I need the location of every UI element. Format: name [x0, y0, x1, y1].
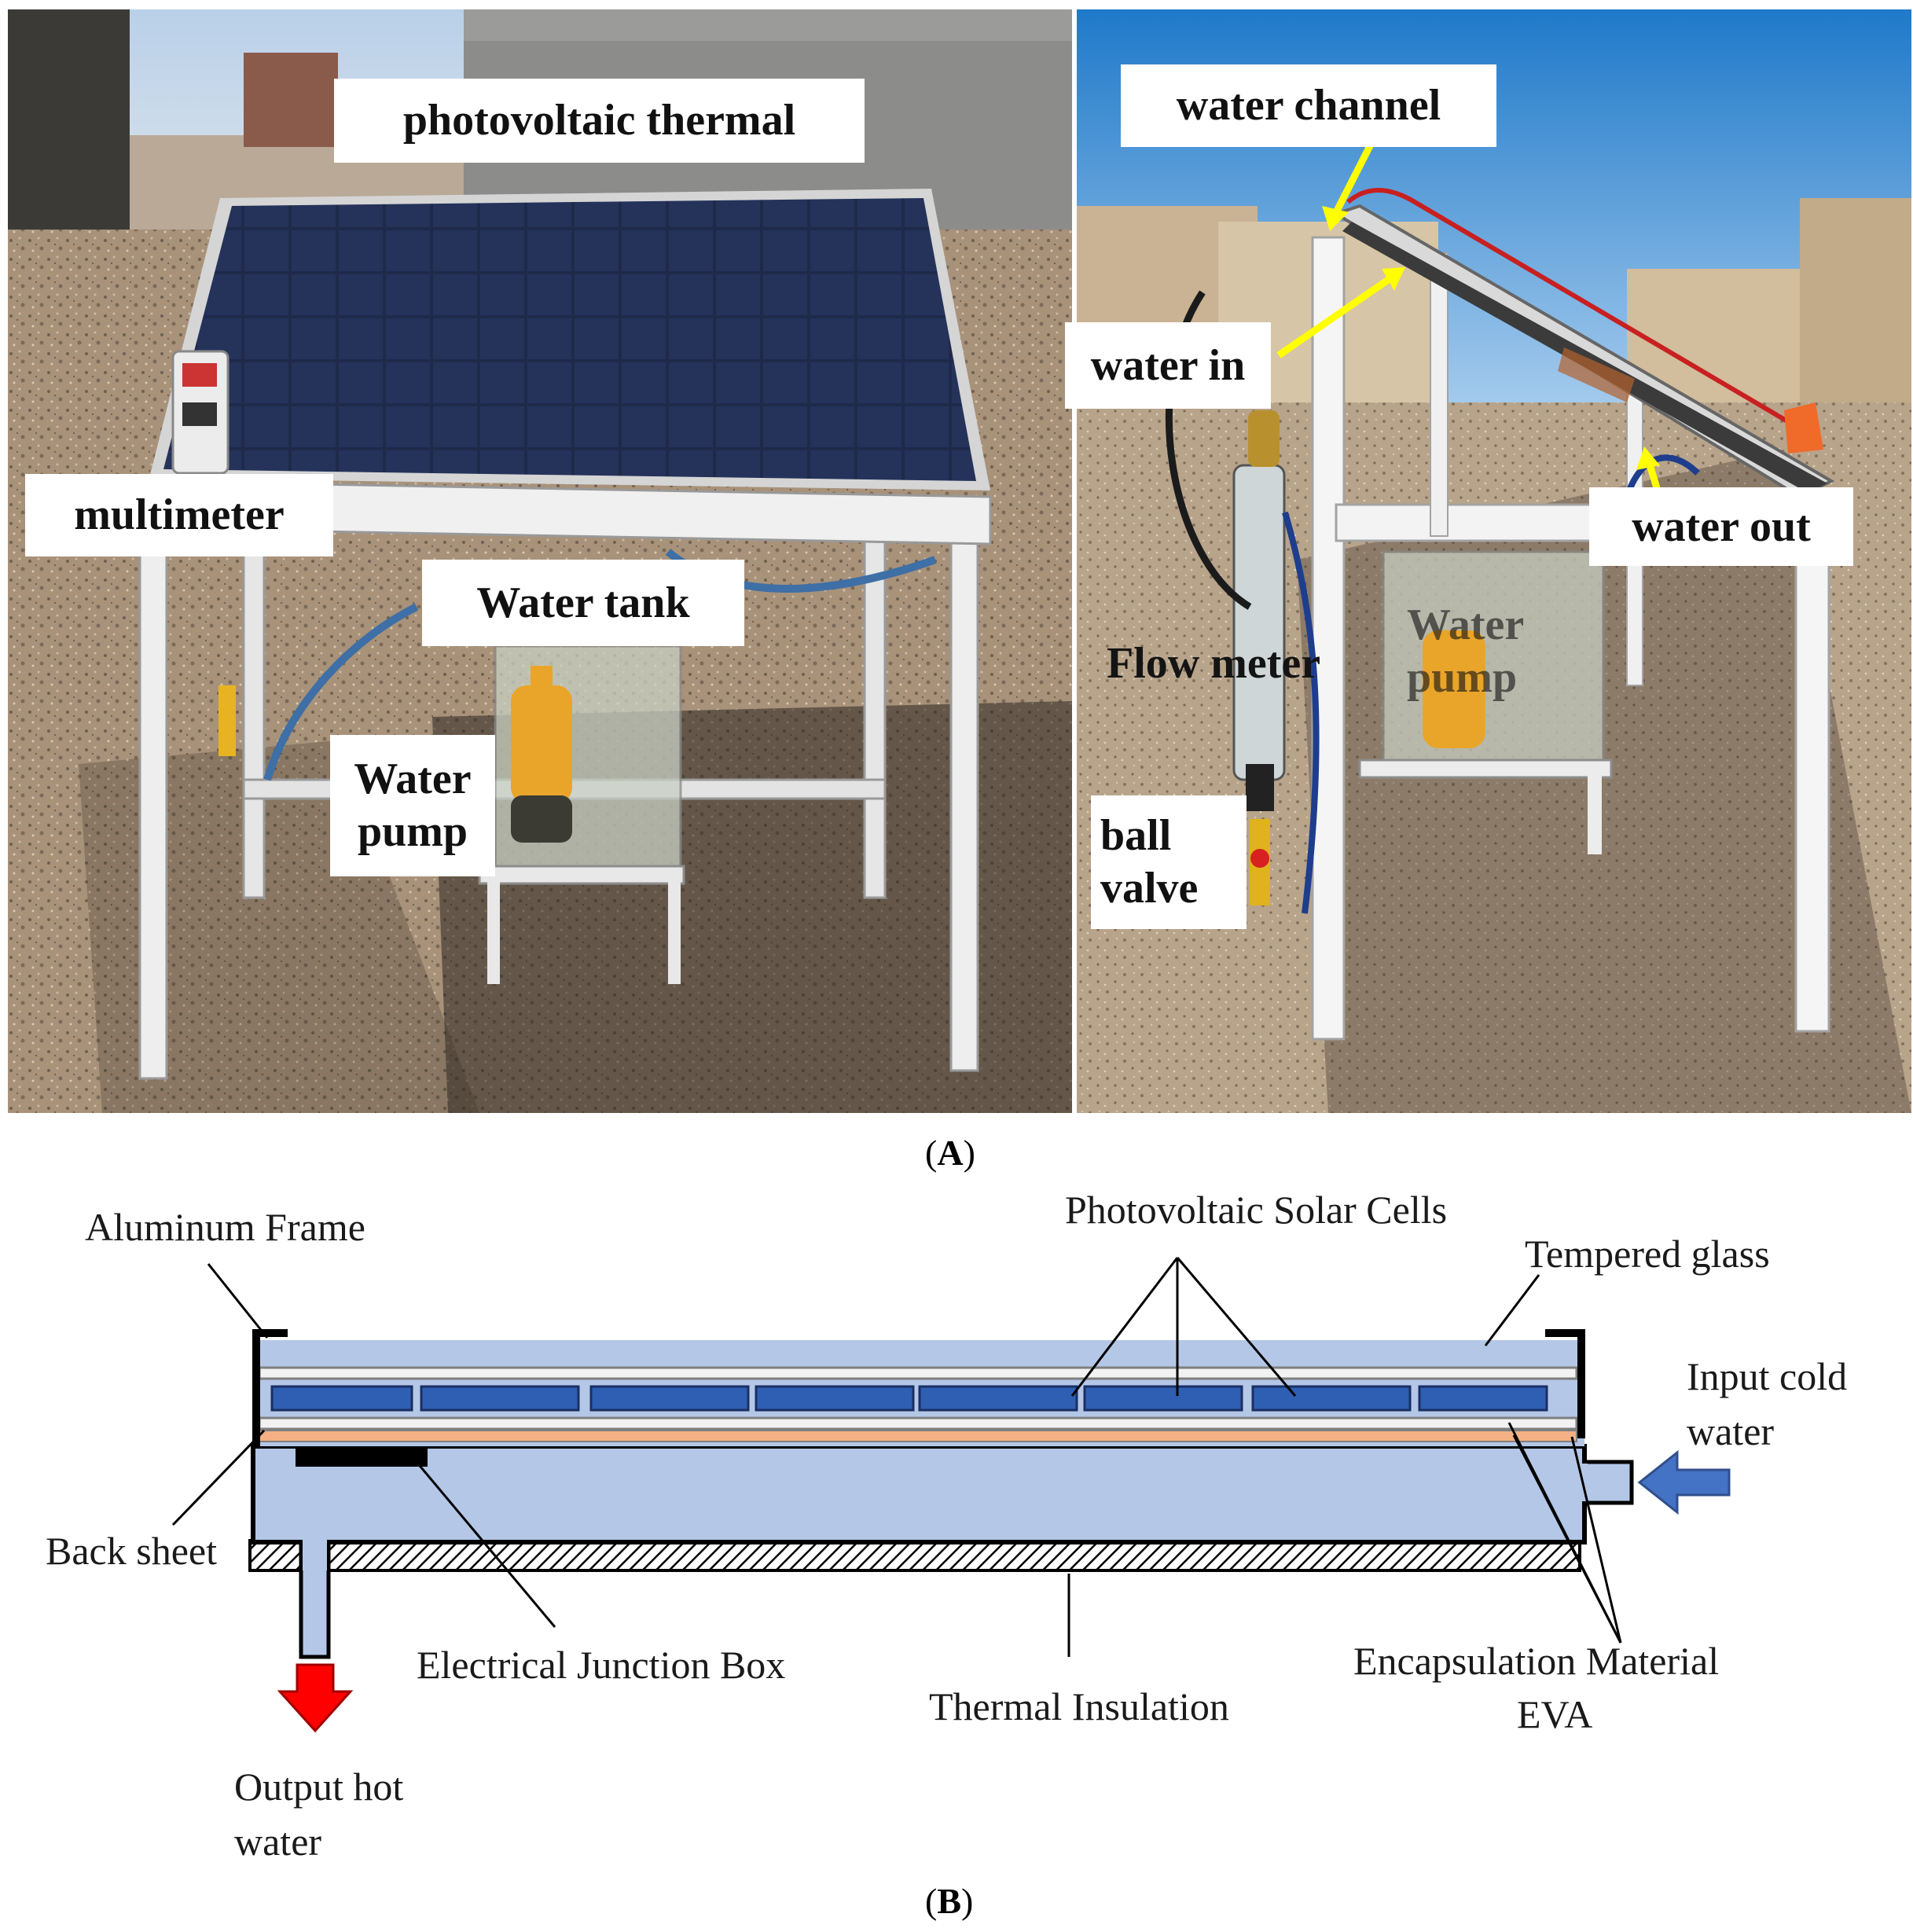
label-thermal-insulation: Thermal Insulation [929, 1684, 1229, 1728]
tempered-glass-layer [258, 1366, 1578, 1380]
label-ball-valve: ball valve [1091, 795, 1247, 929]
label-input-cold-water-line1: Input cold [1687, 1354, 1847, 1398]
pvt-cross-section-diagram: Aluminum Frame Photovoltaic Solar Cells … [46, 1188, 1847, 1864]
solar-cell [1083, 1385, 1243, 1412]
label-aluminum-frame: Aluminum Frame [85, 1205, 365, 1249]
label-back-sheet: Back sheet [46, 1529, 217, 1573]
label-input-cold-water-line2: water [1687, 1409, 1774, 1453]
caption-b: (B) [925, 1881, 974, 1921]
back-sheet-layer [259, 1430, 1577, 1442]
caption-a: (A) [925, 1133, 975, 1173]
right-photo-illustration [1077, 9, 1911, 1113]
solar-cell [918, 1385, 1078, 1412]
label-electrical-junction-box: Electrical Junction Box [417, 1643, 785, 1687]
label-water-out: water out [1589, 487, 1853, 566]
eva-layer [258, 1416, 1578, 1431]
inlet-pipe [1584, 1460, 1634, 1505]
water-tank-body [251, 1444, 1587, 1544]
solar-cell [755, 1385, 915, 1412]
leader-lines [171, 1257, 1622, 1657]
label-eva: EVA [1517, 1692, 1592, 1736]
solar-cell [1418, 1385, 1548, 1412]
label-water-channel: water channel [1121, 64, 1496, 147]
thermal-insulation-layer [248, 1539, 1581, 1572]
label-output-hot-water-line1: Output hot [234, 1765, 403, 1809]
label-flow-meter: Flow meter [1107, 639, 1321, 688]
label-photovoltaic-solar-cells: Photovoltaic Solar Cells [1065, 1188, 1447, 1232]
aluminum-frame-left [252, 1329, 288, 1448]
solar-cell [270, 1385, 413, 1412]
label-encapsulation-material: Encapsulation Material [1353, 1639, 1719, 1683]
solar-cell [1251, 1385, 1412, 1412]
label-multimeter: multimeter [25, 474, 333, 556]
label-water-pump-right: Water pump [1407, 601, 1524, 703]
label-water-pump-left: Water pump [330, 735, 495, 876]
label-output-hot-water-line2: water [234, 1820, 321, 1864]
hot-output-arrow-icon [277, 1663, 354, 1733]
label-photovoltaic-thermal: photovoltaic thermal [334, 79, 865, 163]
solar-cells [270, 1385, 1548, 1412]
label-water-tank: Water tank [422, 560, 744, 646]
cold-input-arrow-icon [1637, 1449, 1731, 1515]
caption-a-letter: A [937, 1133, 964, 1173]
aluminum-frame-right [1545, 1329, 1585, 1438]
junction-box [296, 1446, 428, 1467]
right-photo [1077, 9, 1911, 1113]
yellow-arrows [1276, 133, 1664, 500]
caption-b-letter: B [937, 1881, 962, 1921]
label-tempered-glass: Tempered glass [1525, 1232, 1770, 1276]
label-water-in: water in [1065, 322, 1271, 409]
solar-cell [589, 1385, 750, 1412]
solar-cell [420, 1385, 580, 1412]
outlet-pipe [299, 1542, 331, 1659]
